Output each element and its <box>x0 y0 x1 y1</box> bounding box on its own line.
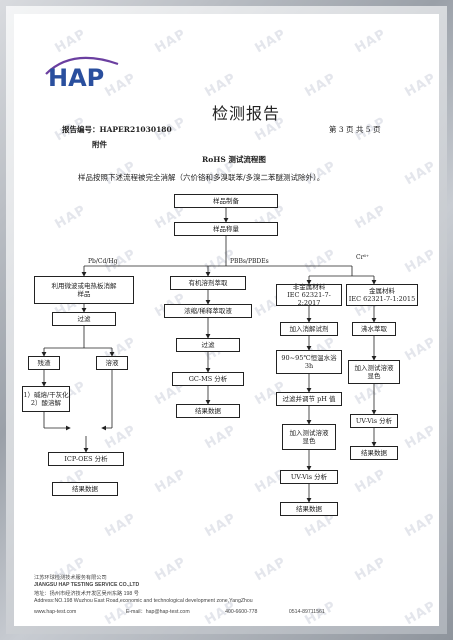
footer-company-cn: 江苏环球检测技术服务有限公司 <box>34 575 107 581</box>
footer-email: E-mail：hap@hap-test.com <box>125 609 190 615</box>
branch-label-pbb: PBBs/PBDEs <box>230 258 269 265</box>
node-uv-vis-2: UV-Vis 分析 <box>350 414 398 428</box>
node-result-3: 结果数据 <box>280 502 338 516</box>
flow-connectors <box>41 208 377 503</box>
node-icp-oes: ICP-OES 分析 <box>48 452 124 466</box>
node-metal: 金属材料 IEC 62321-7-1:2015 <box>346 284 418 306</box>
page-info: 第 3 页 共 5 页 <box>329 125 381 134</box>
logo-text: HAP <box>48 64 104 90</box>
footer-fax: 0514-89711561 <box>288 609 325 615</box>
footer-contacts: www.hap-test.com E-mail：hap@hap-test.com… <box>34 608 325 615</box>
node-filter-2: 过滤 <box>176 338 240 352</box>
node-filter-ph: 过滤并调节 pH 值 <box>276 392 342 406</box>
hap-logo: HAP <box>45 56 119 90</box>
node-sample-weigh: 样品称量 <box>174 222 278 236</box>
node-alkali-fusion: 1）碱熔/干灰化 2）酸溶解 <box>22 386 70 412</box>
report-number-value: HAPER21030180 <box>99 125 172 134</box>
node-concentrate: 浓缩/稀释萃取液 <box>164 304 252 318</box>
node-color-2: 加入测试溶液 显色 <box>348 360 400 384</box>
footer-address-cn: 地址：扬州市经济技术开发区吴州东路 198 号 <box>34 591 139 597</box>
footer-website: www.hap-test.com <box>34 609 77 615</box>
document-title: 检测报告 <box>212 104 281 123</box>
node-sample-prep: 样品制备 <box>174 194 278 208</box>
node-result-1: 结果数据 <box>52 482 118 496</box>
node-gcms: GC-MS 分析 <box>172 372 244 386</box>
flow-subtitle: RoHS 测试流程图 <box>202 155 266 164</box>
node-solution: 溶液 <box>96 356 128 370</box>
node-nonmetal: 非金属材料 IEC 62321-7-2:2017 <box>276 283 342 307</box>
footer-company-en: JIANGSU HAP TESTING SERVICE CO.,LTD <box>34 582 140 588</box>
footer-address-en: Address:NO.198 Wuzhou East Road,economic… <box>34 598 253 604</box>
node-water-bath: 90~95℃恒温水浴 3h <box>276 350 342 374</box>
node-residue: 残渣 <box>28 356 60 370</box>
node-result-4: 结果数据 <box>350 446 398 460</box>
attachment-label: 附件 <box>92 140 107 149</box>
node-add-digest: 加入消解试剂 <box>280 322 338 336</box>
node-result-2: 结果数据 <box>176 404 240 418</box>
report-number: 报告编号：HAPER21030180 <box>62 124 172 135</box>
node-filter-1: 过滤 <box>52 312 116 326</box>
node-merge-gap <box>70 422 104 436</box>
branch-label-heavy-metals: Pb/Cd/Hg <box>88 258 118 265</box>
node-color-1: 加入测试溶液 显色 <box>282 424 336 450</box>
intro-text: 样品按照下述流程被完全消解（六价铬和多溴联苯/多溴二苯醚测试除外）。 <box>78 173 325 182</box>
node-microwave-digest: 利用微波或电热板消解 样品 <box>34 276 134 304</box>
node-boil-extract: 沸水萃取 <box>352 322 396 336</box>
node-uv-vis-1: UV-Vis 分析 <box>280 470 338 484</box>
branch-label-cr6: Cr⁶⁺ <box>356 254 370 261</box>
node-solvent-extract: 有机溶剂萃取 <box>170 276 246 290</box>
footer-phone: 400-6600-778 <box>225 609 258 615</box>
report-number-label: 报告编号： <box>62 125 100 134</box>
